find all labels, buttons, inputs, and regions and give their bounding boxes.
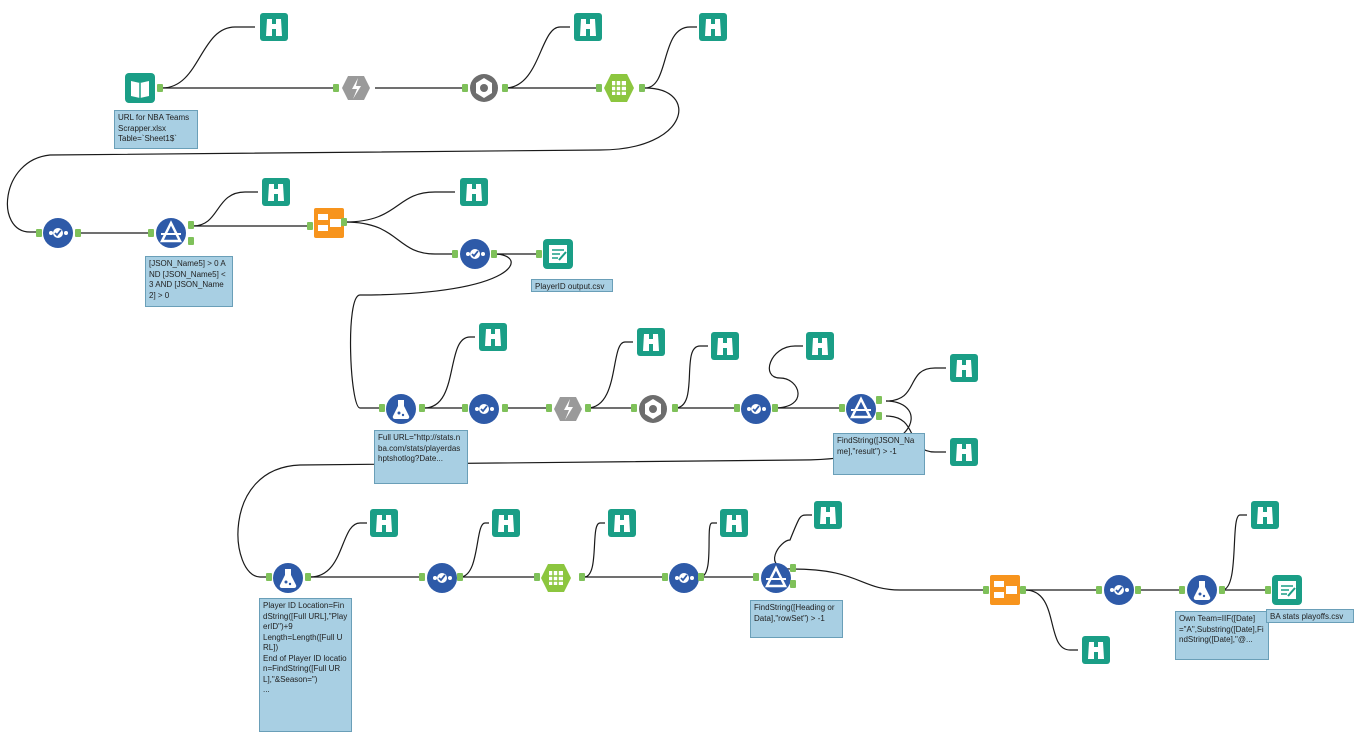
true-anchor[interactable] bbox=[876, 396, 882, 404]
input-anchor[interactable] bbox=[546, 404, 552, 412]
input-anchor[interactable] bbox=[983, 586, 989, 594]
formula-tool[interactable] bbox=[1186, 574, 1218, 606]
input-annotation: URL for NBA Teams Scrapper.xlsx Table=`S… bbox=[114, 110, 198, 149]
input-anchor[interactable] bbox=[596, 84, 602, 92]
output-anchor[interactable] bbox=[698, 573, 704, 581]
browse-icon[interactable] bbox=[259, 12, 289, 42]
output-anchor[interactable] bbox=[305, 573, 311, 581]
join-tool[interactable] bbox=[313, 207, 345, 239]
output-anchor[interactable] bbox=[1219, 586, 1225, 594]
download-tool[interactable] bbox=[340, 72, 372, 104]
input-anchor[interactable] bbox=[452, 250, 458, 258]
input-anchor[interactable] bbox=[536, 250, 542, 258]
select-tool[interactable] bbox=[740, 393, 772, 425]
browse-icon[interactable] bbox=[1250, 500, 1280, 530]
browse-icon[interactable] bbox=[369, 508, 399, 538]
output-anchor[interactable] bbox=[585, 404, 591, 412]
browse-icon[interactable] bbox=[459, 177, 489, 207]
true-anchor[interactable] bbox=[188, 221, 194, 229]
input-anchor[interactable] bbox=[266, 573, 272, 581]
false-anchor[interactable] bbox=[188, 237, 194, 245]
filter-tool[interactable] bbox=[760, 562, 792, 594]
filter-annotation: FindString([Heading or Data],"rowSet") >… bbox=[750, 600, 843, 638]
join-tool[interactable] bbox=[989, 574, 1021, 606]
output-anchor[interactable] bbox=[491, 250, 497, 258]
formula-annotation: Own Team=IIF([Date]="A",Substring([Date]… bbox=[1175, 611, 1269, 660]
browse-icon[interactable] bbox=[813, 500, 843, 530]
output-anchor[interactable] bbox=[157, 84, 163, 92]
output-anchor[interactable] bbox=[1135, 586, 1141, 594]
text-to-columns-tool[interactable] bbox=[603, 72, 635, 104]
formula-tool[interactable] bbox=[385, 393, 417, 425]
select-tool[interactable] bbox=[468, 393, 500, 425]
filter-tool[interactable] bbox=[845, 393, 877, 425]
download-tool[interactable] bbox=[552, 393, 584, 425]
input-anchor[interactable] bbox=[419, 573, 425, 581]
input-anchor[interactable] bbox=[379, 404, 385, 412]
input-anchor[interactable] bbox=[1179, 586, 1185, 594]
select-tool[interactable] bbox=[668, 562, 700, 594]
input-anchor[interactable] bbox=[631, 404, 637, 412]
filter-annotation: FindString([JSON_Name],"result") > -1 bbox=[833, 433, 925, 475]
output-anchor[interactable] bbox=[502, 84, 508, 92]
output-data-tool[interactable] bbox=[1271, 574, 1303, 606]
input-anchor[interactable] bbox=[534, 573, 540, 581]
output-data-tool[interactable] bbox=[542, 238, 574, 270]
false-anchor[interactable] bbox=[790, 580, 796, 588]
input-anchor[interactable] bbox=[307, 222, 313, 230]
select-tool[interactable] bbox=[426, 562, 458, 594]
output-anchor[interactable] bbox=[502, 404, 508, 412]
filter-tool[interactable] bbox=[155, 217, 187, 249]
input-anchor[interactable] bbox=[462, 84, 468, 92]
browse-icon[interactable] bbox=[805, 331, 835, 361]
output-anchor[interactable] bbox=[419, 404, 425, 412]
browse-icon[interactable] bbox=[710, 331, 740, 361]
output-annotation: BA stats playoffs.csv bbox=[1266, 609, 1354, 623]
output-annotation: PlayerID output.csv bbox=[531, 279, 613, 292]
browse-icon[interactable] bbox=[573, 12, 603, 42]
input-anchor[interactable] bbox=[839, 404, 845, 412]
output-anchor[interactable] bbox=[579, 573, 585, 581]
output-anchor[interactable] bbox=[75, 229, 81, 237]
input-anchor[interactable] bbox=[462, 404, 468, 412]
input-anchor[interactable] bbox=[753, 573, 759, 581]
formula-annotation: Full URL="http://stats.nba.com/stats/pla… bbox=[374, 430, 468, 484]
output-anchor[interactable] bbox=[639, 84, 645, 92]
browse-icon[interactable] bbox=[491, 508, 521, 538]
input-anchor[interactable] bbox=[333, 84, 339, 92]
browse-icon[interactable] bbox=[949, 353, 979, 383]
input-anchor[interactable] bbox=[1265, 586, 1271, 594]
browse-icon[interactable] bbox=[1081, 635, 1111, 665]
text-to-columns-tool[interactable] bbox=[540, 562, 572, 594]
browse-icon[interactable] bbox=[478, 322, 508, 352]
browse-icon[interactable] bbox=[607, 508, 637, 538]
output-anchor[interactable] bbox=[457, 573, 463, 581]
output-anchor[interactable] bbox=[672, 404, 678, 412]
json-parse-tool[interactable] bbox=[468, 72, 500, 104]
formula-tool[interactable] bbox=[272, 562, 304, 594]
browse-icon[interactable] bbox=[636, 327, 666, 357]
select-tool[interactable] bbox=[1103, 574, 1135, 606]
select-tool[interactable] bbox=[42, 217, 74, 249]
browse-icon[interactable] bbox=[949, 437, 979, 467]
browse-icon[interactable] bbox=[698, 12, 728, 42]
json-parse-tool[interactable] bbox=[637, 393, 669, 425]
input-anchor[interactable] bbox=[662, 573, 668, 581]
output-anchor[interactable] bbox=[1020, 586, 1026, 594]
output-anchor[interactable] bbox=[772, 404, 778, 412]
input-anchor[interactable] bbox=[148, 229, 154, 237]
formula-annotation: Player ID Location=FindString([Full URL]… bbox=[259, 598, 352, 732]
input-data-tool[interactable] bbox=[124, 72, 156, 104]
browse-icon[interactable] bbox=[261, 177, 291, 207]
input-anchor[interactable] bbox=[1096, 586, 1102, 594]
browse-icon[interactable] bbox=[719, 508, 749, 538]
input-anchor[interactable] bbox=[734, 404, 740, 412]
true-anchor[interactable] bbox=[790, 564, 796, 572]
false-anchor[interactable] bbox=[876, 412, 882, 420]
input-anchor[interactable] bbox=[36, 229, 42, 237]
output-anchor[interactable] bbox=[341, 218, 347, 226]
filter-annotation: [JSON_Name5] > 0 AND [JSON_Name5] < 3 AN… bbox=[145, 256, 233, 307]
select-tool[interactable] bbox=[459, 238, 491, 270]
